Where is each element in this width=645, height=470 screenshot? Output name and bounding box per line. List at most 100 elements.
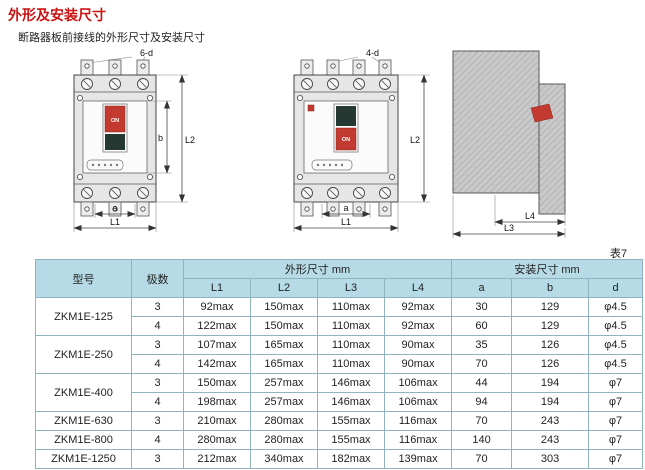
page-subtitle: 断路器板前接线的外形尺寸及安装尺寸 bbox=[18, 32, 205, 44]
hole-callout-label: 6-d bbox=[140, 48, 153, 58]
dimension-L1: L1 bbox=[293, 203, 399, 232]
svg-text:L3: L3 bbox=[504, 223, 514, 233]
cell-d: φ7 bbox=[588, 411, 644, 431]
svg-text:a: a bbox=[343, 203, 348, 213]
cell-d: φ4.5 bbox=[588, 335, 644, 355]
poles-cell: 3 bbox=[131, 411, 184, 431]
cell-L3: 182max bbox=[317, 449, 385, 469]
top-terminal-screws bbox=[301, 78, 391, 90]
table-row: ZKM1E-630 3 210max 280max 155max 116max … bbox=[35, 411, 644, 431]
label-plate bbox=[311, 159, 353, 171]
dimension-table: 型号 极数 外形尺寸 mm 安装尺寸 mm L1 L2 L3 L4 a b d … bbox=[35, 259, 644, 469]
poles-cell: 4 bbox=[131, 316, 184, 336]
cell-d: φ7 bbox=[588, 430, 644, 450]
toggle-handle bbox=[530, 103, 554, 123]
model-cell: ZKM1E-1250 bbox=[35, 449, 132, 469]
header-L2: L2 bbox=[250, 278, 318, 298]
cell-L4: 106max bbox=[383, 392, 453, 412]
cell-b: 126 bbox=[511, 335, 590, 355]
dimension-L2: L2 bbox=[398, 74, 430, 203]
model-cell: ZKM1E-400 bbox=[35, 373, 132, 412]
cell-a: 70 bbox=[451, 411, 513, 431]
cell-L2: 150max bbox=[250, 316, 318, 336]
cell-L2: 150max bbox=[250, 297, 318, 317]
poles-cell: 3 bbox=[131, 449, 184, 469]
model-cell: ZKM1E-800 bbox=[35, 430, 132, 450]
cell-L3: 146max bbox=[317, 373, 385, 393]
cell-L2: 165max bbox=[250, 335, 318, 355]
dimension-b: b bbox=[148, 100, 172, 174]
cell-L4: 90max bbox=[383, 335, 453, 355]
breaker-front-4pole-drawing: 4-d ON bbox=[293, 48, 430, 232]
dimension-a: a bbox=[321, 203, 371, 218]
cell-L3: 110max bbox=[317, 316, 385, 336]
cell-L4: 116max bbox=[383, 430, 453, 450]
bottom-terminal-screws bbox=[81, 187, 149, 199]
cell-d: φ7 bbox=[588, 373, 644, 393]
model-cell: ZKM1E-630 bbox=[35, 411, 132, 431]
svg-text:L1: L1 bbox=[341, 217, 351, 227]
header-row-1: 型号 极数 外形尺寸 mm 安装尺寸 mm bbox=[35, 259, 644, 298]
cell-L3: 146max bbox=[317, 392, 385, 412]
cell-b: 126 bbox=[511, 354, 590, 374]
mounting-holes bbox=[296, 95, 396, 180]
cell-L1: 280max bbox=[183, 430, 251, 450]
model-cell: ZKM1E-250 bbox=[35, 335, 132, 374]
svg-text:a: a bbox=[112, 203, 117, 213]
cell-d: φ4.5 bbox=[588, 297, 644, 317]
cell-b: 243 bbox=[511, 430, 590, 450]
cell-L3: 155max bbox=[317, 411, 385, 431]
cell-d: φ7 bbox=[588, 392, 644, 412]
cell-L1: 198max bbox=[183, 392, 251, 412]
top-terminals bbox=[300, 59, 392, 76]
cell-L2: 257max bbox=[250, 392, 318, 412]
header-poles: 极数 bbox=[131, 259, 184, 298]
toggle-switch: ON bbox=[102, 103, 128, 153]
cell-L4: 92max bbox=[383, 316, 453, 336]
cell-b: 129 bbox=[511, 316, 590, 336]
cell-L1: 107max bbox=[183, 335, 251, 355]
poles-cell: 3 bbox=[131, 335, 184, 355]
breaker-side-view-drawing: L4 L3 bbox=[452, 50, 566, 238]
switch-on-label: ON bbox=[342, 137, 350, 143]
table-row: ZKM1E-1250 3 212max 340max 182max 139max… bbox=[35, 449, 644, 469]
poles-cell: 4 bbox=[131, 392, 184, 412]
cell-L2: 165max bbox=[250, 354, 318, 374]
dimension-L4: L4 bbox=[494, 195, 566, 226]
cell-L3: 110max bbox=[317, 354, 385, 374]
cell-L2: 257max bbox=[250, 373, 318, 393]
cell-a: 70 bbox=[451, 354, 513, 374]
table-row: ZKM1E-125 3 92max 150max 110max 92max 30… bbox=[35, 297, 644, 336]
label-plate bbox=[86, 159, 124, 171]
header-model: 型号 bbox=[35, 259, 132, 298]
header-L1: L1 bbox=[183, 278, 251, 298]
cell-b: 303 bbox=[511, 449, 590, 469]
switch-on-label: ON bbox=[111, 118, 119, 124]
svg-text:L2: L2 bbox=[410, 135, 420, 145]
cell-L4: 92max bbox=[383, 297, 453, 317]
cell-L2: 280max bbox=[250, 411, 318, 431]
table-row: ZKM1E-250 3 107max 165max 110max 90max 3… bbox=[35, 335, 644, 374]
technical-drawings: 6-d ON bbox=[0, 46, 645, 248]
svg-text:b: b bbox=[158, 133, 163, 143]
toggle-switch: ON bbox=[333, 103, 359, 153]
top-terminal-screws bbox=[81, 78, 149, 90]
table-row: 4 122max 150max 110max 92max 60 129 φ4.5 bbox=[36, 316, 644, 336]
cell-L3: 110max bbox=[317, 335, 385, 355]
cell-a: 70 bbox=[451, 449, 513, 469]
dimension-a: a bbox=[94, 203, 136, 218]
cell-L1: 150max bbox=[183, 373, 251, 393]
cell-a: 94 bbox=[451, 392, 513, 412]
breaker-front-3pole-drawing: 6-d ON bbox=[73, 48, 195, 232]
cell-L2: 340max bbox=[250, 449, 318, 469]
header-L3: L3 bbox=[317, 278, 385, 298]
cell-a: 140 bbox=[451, 430, 513, 450]
cell-L1: 142max bbox=[183, 354, 251, 374]
header-d: d bbox=[588, 278, 644, 298]
poles-cell: 3 bbox=[131, 297, 184, 317]
hole-callout-label: 4-d bbox=[366, 48, 379, 58]
cell-L3: 110max bbox=[317, 297, 385, 317]
dimension-L3: L3 bbox=[452, 195, 566, 238]
table-row: ZKM1E-800 4 280max 280max 155max 116max … bbox=[35, 430, 644, 450]
cell-a: 30 bbox=[451, 297, 513, 317]
